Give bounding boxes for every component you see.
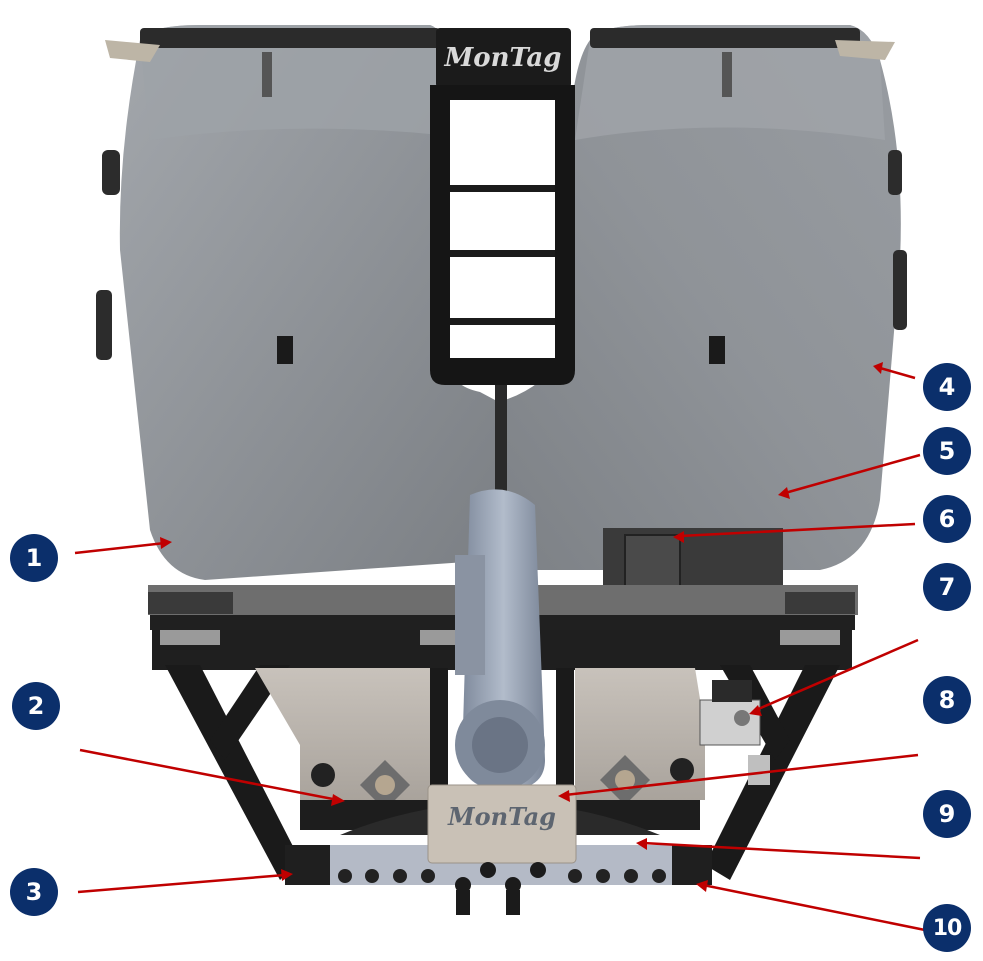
callout-6: 6 xyxy=(923,495,971,543)
callout-4: 4 xyxy=(923,363,971,411)
callout-2: 2 xyxy=(12,682,60,730)
leader-2 xyxy=(79,748,339,802)
callout-10: 10 xyxy=(923,904,971,952)
leader-7 xyxy=(755,638,919,712)
callout-9: 9 xyxy=(923,790,971,838)
leader-lines xyxy=(74,362,926,932)
control-unit xyxy=(699,680,770,785)
leader-6 xyxy=(679,522,916,538)
leader-8 xyxy=(564,753,919,797)
leader-4 xyxy=(879,366,916,380)
center-ladder: MonTag xyxy=(430,28,575,495)
callout-5: 5 xyxy=(923,427,971,475)
callout-1: 1 xyxy=(10,534,58,582)
plate-logo: MonTag xyxy=(447,802,556,831)
leader-10 xyxy=(702,883,926,932)
callout-8: 8 xyxy=(923,676,971,724)
leader-5 xyxy=(784,453,921,495)
lower-hoppers xyxy=(255,668,705,810)
leader-1 xyxy=(74,541,166,555)
right-hopper xyxy=(505,25,907,608)
blower-fan xyxy=(455,489,545,790)
top-logo: MonTag xyxy=(444,43,562,73)
leader-3 xyxy=(77,873,286,894)
callout-3: 3 xyxy=(10,868,58,916)
callout-7: 7 xyxy=(923,563,971,611)
left-hopper xyxy=(96,25,495,580)
label-plate: MonTag xyxy=(427,784,577,915)
leader-9 xyxy=(642,841,921,860)
